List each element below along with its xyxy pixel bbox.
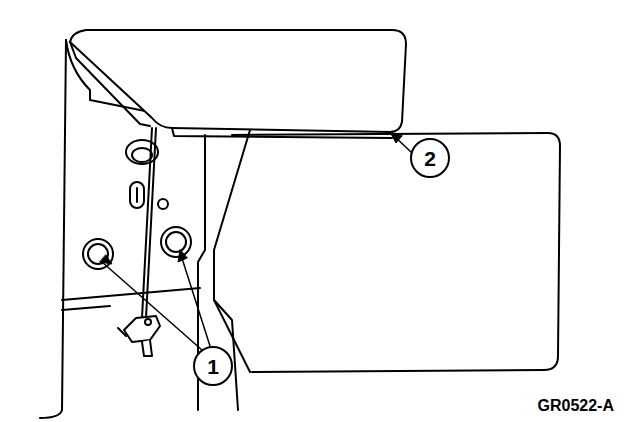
callout-number: 1 xyxy=(207,356,219,377)
figure-id: GR0522-A xyxy=(538,397,614,415)
callout-circle: 2 xyxy=(410,138,450,178)
callout-number: 2 xyxy=(424,148,436,169)
callout-circle: 1 xyxy=(193,346,233,386)
